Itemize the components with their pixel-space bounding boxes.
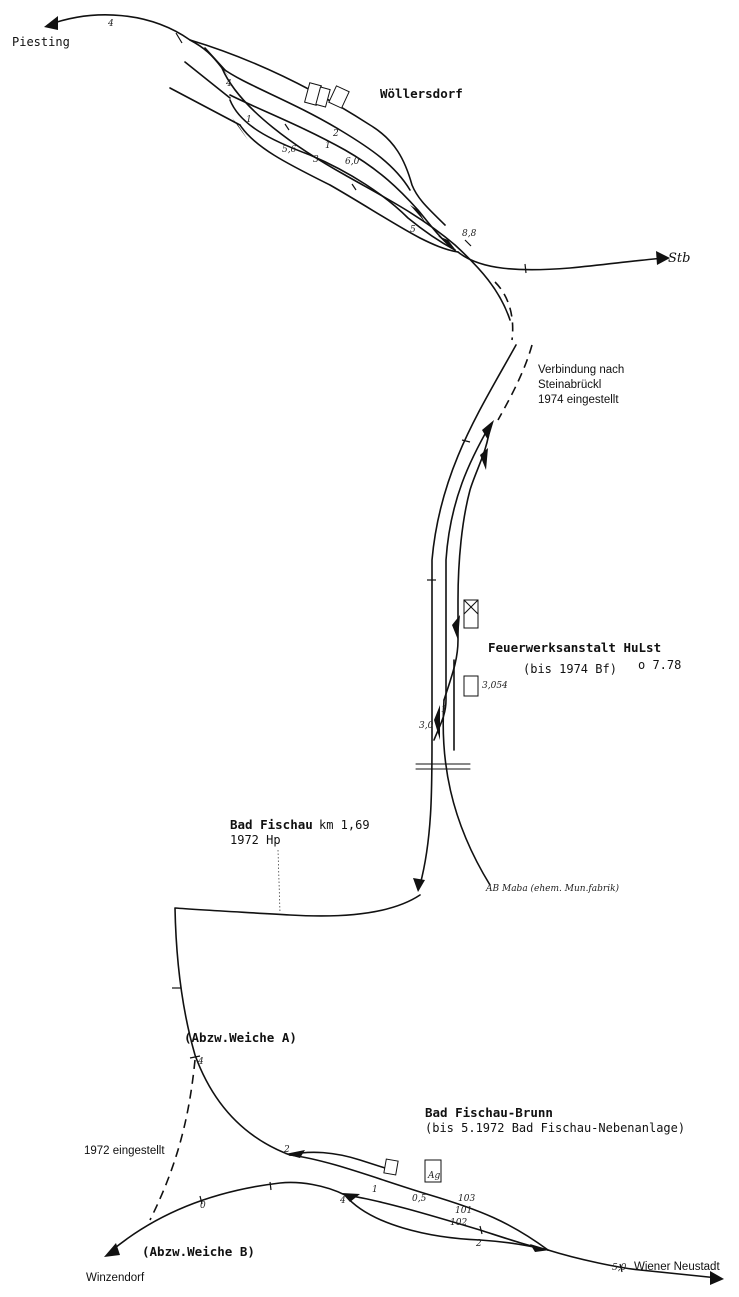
station-feuerwerk: Feuerwerksanstalt HuLst — [488, 640, 661, 655]
arrow-winzendorf — [104, 1243, 120, 1257]
turnout-f4 — [434, 705, 440, 740]
turnout-f2 — [480, 448, 488, 470]
arrow-piesting — [44, 16, 58, 30]
track-num-b-102: 102 — [450, 1218, 467, 1228]
track-num-w-2: 2 — [332, 129, 339, 139]
track-num-f-1: 1 — [441, 705, 447, 715]
label-abzw-weiche-b: (Abzw.Weiche B) — [142, 1244, 255, 1259]
stub-siding-a — [184, 61, 231, 99]
brunn-section — [104, 1055, 724, 1285]
building-feuerwerk-1 — [463, 599, 479, 629]
track-num-w-1: 1 — [325, 141, 331, 151]
date-feuerwerk: o 7.78 — [638, 658, 681, 672]
track-feuerwerk-2 — [443, 424, 491, 701]
arrow-stb — [656, 251, 670, 265]
track-brunn-101 — [344, 1194, 549, 1251]
km-0: 0 — [200, 1201, 206, 1211]
destination-piesting: Piesting — [12, 35, 70, 49]
label-abzw-weiche-a: (Abzw.Weiche A) — [184, 1030, 297, 1045]
feuerwerk-section — [413, 344, 517, 892]
track-woellersdorf-upper — [189, 39, 446, 226]
building-w2 — [315, 86, 331, 108]
turnout-w4 — [438, 236, 458, 253]
km-0-5: 0,5 — [412, 1194, 427, 1204]
km-2-brunn: 2 — [283, 1145, 290, 1155]
track-woellersdorf-lower — [239, 124, 459, 253]
note-verbindung-3: 1974 eingestellt — [538, 394, 619, 406]
siding-ab-maba — [442, 699, 491, 886]
km-bad-fischau: km 1,69 — [319, 818, 370, 832]
label-ab-maba: AB Maba (ehem. Mun.fabrik) — [485, 883, 620, 894]
dashed-line-steinabrueckl — [497, 344, 533, 421]
track-brunn-102 — [344, 1194, 549, 1251]
mainline-wiener-neustadt — [547, 1249, 719, 1279]
track-woellersdorf-3 — [229, 99, 456, 251]
woellersdorf-section — [44, 14, 670, 321]
track-num-w-4: 1 — [246, 115, 252, 125]
track-num-b-2: 2 — [475, 1239, 482, 1249]
dashed-line-steinabrueckl-top — [494, 281, 514, 341]
building-brunn-ag — [424, 1159, 442, 1183]
track-num-b-103: 103 — [458, 1194, 475, 1204]
turnout-b2 — [342, 1193, 360, 1202]
track-brunn-upper — [289, 1154, 549, 1251]
km-5-6: 5,6 — [282, 145, 297, 155]
destination-stb: Stb — [668, 251, 690, 266]
building-brunn-1 — [383, 1158, 399, 1176]
dashed-line-abzw — [149, 1059, 196, 1221]
note-feuerwerk: (bis 1974 Bf) — [523, 662, 617, 676]
km-4-b: 4 — [339, 1196, 346, 1206]
note-verbindung-2: Steinabrückl — [538, 379, 601, 391]
km-2-woellersdorf: 4 — [225, 79, 232, 89]
note-brunn: (bis 5.1972 Bad Fischau-Nebenanlage) — [425, 1121, 685, 1135]
mainline-brunn-lower — [109, 1181, 346, 1253]
mainline-bad-fischau — [174, 894, 421, 1156]
mainline-feuerwerk — [419, 344, 517, 886]
building-label-ag: Ag — [427, 1171, 440, 1181]
km-6-0: 6,0 — [345, 157, 360, 167]
station-woellersdorf: Wöllersdorf — [380, 86, 463, 101]
stub-siding-c — [204, 47, 226, 71]
turnout-w2 — [232, 118, 248, 140]
track-woellersdorf-2 — [221, 67, 411, 191]
leader-bad-fischau — [277, 849, 281, 914]
km-4-top: 4 — [107, 19, 114, 29]
bad-fischau-section — [172, 849, 421, 1156]
station-bad-fischau: Bad Fischau — [230, 817, 313, 832]
track-num-b-1: 1 — [372, 1185, 378, 1195]
turnout-w3 — [410, 205, 425, 222]
turnout-b1 — [285, 1150, 305, 1158]
turnout-w1 — [215, 58, 230, 78]
building-feuerwerk-2 — [463, 675, 479, 697]
arrow-wiener-neustadt — [710, 1271, 724, 1285]
destination-wiener-neustadt: Wiener Neustadt — [634, 1261, 720, 1273]
track-num-w-3: 3 — [313, 155, 319, 165]
destination-winzendorf: Winzendorf — [86, 1272, 145, 1284]
building-w3 — [328, 85, 350, 109]
note-bad-fischau: 1972 Hp — [230, 833, 281, 847]
mainline-stb — [457, 251, 666, 271]
km-5-0: 5,0 — [612, 1263, 627, 1273]
stub-siding-b — [169, 87, 241, 126]
track-feuerwerk-1 — [433, 424, 491, 741]
track-woellersdorf-1 — [229, 94, 453, 249]
turnout-f1 — [482, 420, 494, 440]
km-5-w: 5 — [410, 225, 416, 235]
station-brunn: Bad Fischau-Brunn — [425, 1105, 553, 1120]
km-4-a: 4 — [197, 1057, 204, 1067]
km-3-054: 3,054 — [482, 681, 508, 691]
arrow-bad-fischau — [413, 878, 425, 892]
mainline-piesting — [47, 14, 511, 321]
km-3-0: 3,0 — [419, 721, 434, 731]
km-8-8: 8,8 — [462, 229, 477, 239]
turnout-f3 — [452, 615, 460, 640]
note-1972-eingestellt: 1972 eingestellt — [84, 1145, 165, 1157]
turnout-b3 — [530, 1244, 550, 1252]
track-num-b-101: 101 — [455, 1206, 472, 1216]
note-verbindung-1: Verbindung nach — [538, 364, 624, 376]
